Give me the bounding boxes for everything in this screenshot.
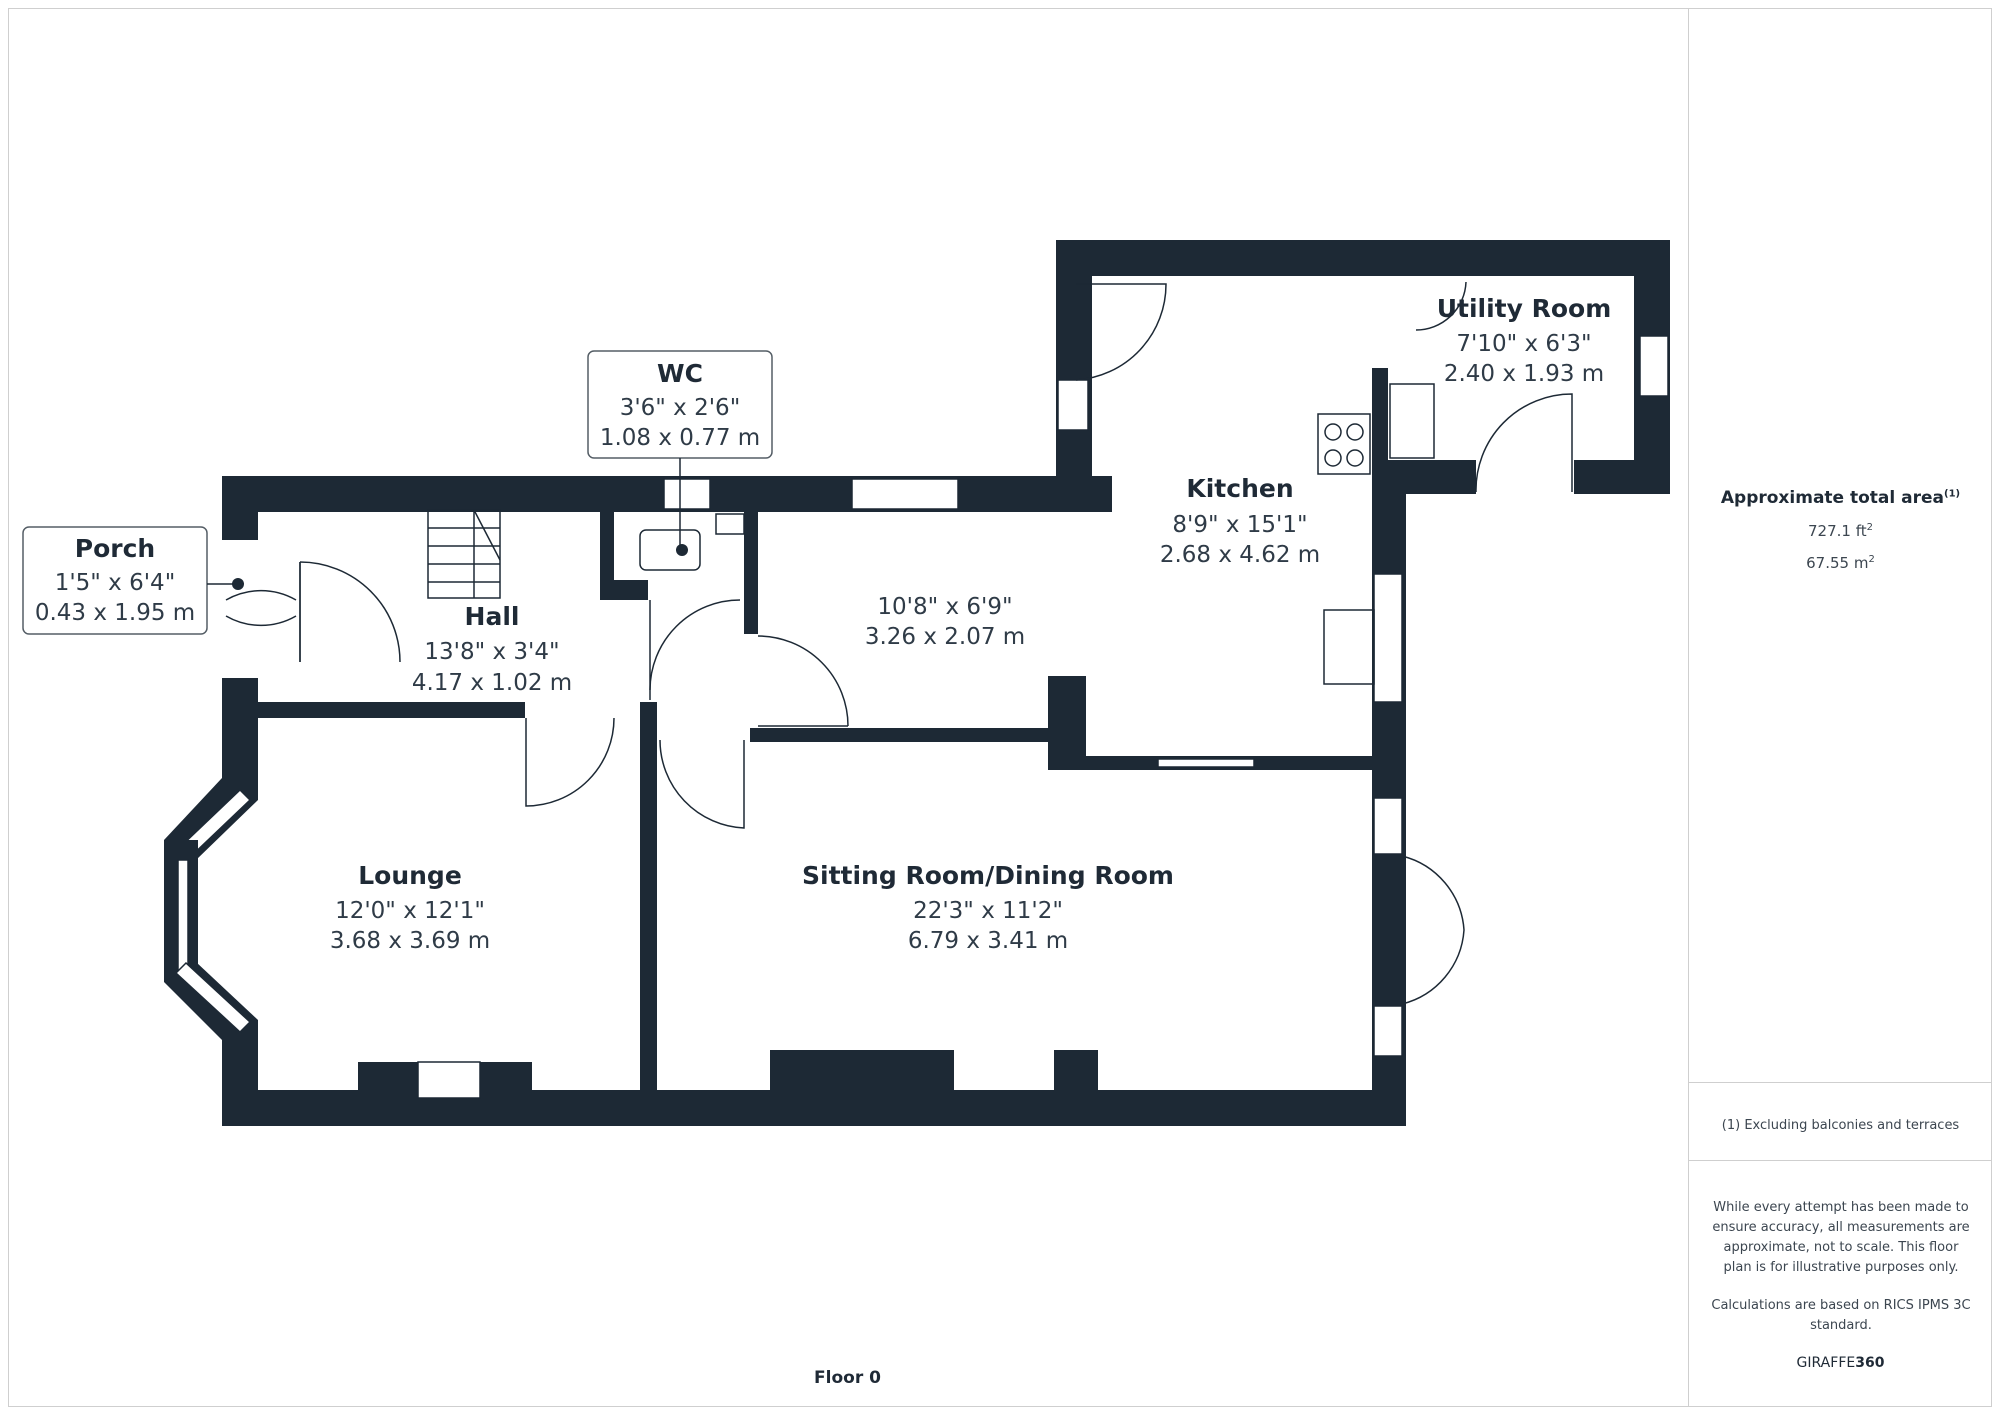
room-imperial: 10'8" x 6'9" <box>877 594 1012 620</box>
window-sitting-east-top <box>1373 797 1403 855</box>
wall-pier <box>1048 676 1086 768</box>
room-metric: 2.40 x 1.93 m <box>1444 361 1604 387</box>
area-m-value: 67.55 m <box>1806 554 1869 572</box>
room-metric: 3.26 x 2.07 m <box>865 624 1025 650</box>
room-name: WC <box>657 359 703 388</box>
room-name: Hall <box>465 602 520 631</box>
disclaimer-text: While every attempt has been made to ens… <box>1712 1200 1970 1275</box>
fixtures <box>639 383 1435 685</box>
room-imperial: 13'8" x 3'4" <box>424 639 559 665</box>
window-sitting-east-bottom <box>1373 1005 1403 1057</box>
toilet <box>639 529 701 571</box>
room-metric: 1.08 x 0.77 m <box>600 425 760 451</box>
room-porch: Porch 1'5" x 6'4" 0.43 x 1.95 m <box>35 534 195 626</box>
hob <box>1317 413 1371 475</box>
doors <box>225 281 1573 1005</box>
window-kitchen-west <box>1057 379 1089 431</box>
info-panel: Approximate total area(1) 727.1 ft2 67.5… <box>1688 8 1992 1407</box>
divider <box>1689 1082 1992 1083</box>
area-m-unit-sup: 2 <box>1868 554 1875 565</box>
floor-label: Floor 0 <box>814 1368 881 1388</box>
area-ft-value: 727.1 ft <box>1808 522 1867 540</box>
footnote: (1) Excluding balconies and terraces <box>1721 1118 1960 1133</box>
wall-wc-corner <box>600 580 648 600</box>
area-title: Approximate total area(1) <box>1689 488 1992 508</box>
wall-utility-south-left <box>1372 460 1476 494</box>
window-utility-east <box>1639 335 1669 397</box>
brand-bold: 360 <box>1855 1355 1885 1371</box>
bay-window <box>164 778 258 1040</box>
area-title-note: (1) <box>1944 488 1961 500</box>
room-kitchen: Kitchen 8'9" x 15'1" 2.68 x 4.62 m <box>1160 474 1320 568</box>
brand-logo: GIRAFFE360 <box>1689 1355 1992 1371</box>
room-imperial: 12'0" x 12'1" <box>335 898 485 924</box>
area-summary: Approximate total area(1) 727.1 ft2 67.5… <box>1689 488 1992 572</box>
area-ft: 727.1 ft2 <box>1689 522 1992 540</box>
fireplace-lounge <box>417 1061 481 1099</box>
area-m: 67.55 m2 <box>1689 554 1992 572</box>
room-name: Lounge <box>358 861 462 890</box>
pier-sitting <box>1054 1050 1098 1096</box>
room-imperial: 8'9" x 15'1" <box>1172 512 1307 538</box>
utility-sink <box>1389 383 1435 459</box>
room-name: Sitting Room/Dining Room <box>802 861 1174 890</box>
wall-lounge-west-top <box>222 678 258 778</box>
room-unnamed: 10'8" x 6'9" 3.26 x 2.07 m <box>865 594 1025 650</box>
wall-stairs <box>600 510 614 600</box>
room-name: Kitchen <box>1186 474 1293 503</box>
room-wc: WC 3'6" x 2'6" 1.08 x 0.77 m <box>600 359 760 451</box>
room-metric: 4.17 x 1.02 m <box>412 670 572 696</box>
wall-hall-lounge <box>255 702 525 718</box>
calculation-note: Calculations are based on RICS IPMS 3C s… <box>1711 1298 1971 1333</box>
room-sitting-dining: Sitting Room/Dining Room 22'3" x 11'2" 6… <box>802 861 1174 954</box>
window-kitchen-south <box>1157 758 1255 768</box>
room-metric: 3.68 x 3.69 m <box>330 928 490 954</box>
window-kitchen-east <box>1373 573 1403 703</box>
divider <box>1689 1160 1992 1161</box>
room-metric: 6.79 x 3.41 m <box>908 928 1068 954</box>
room-imperial: 7'10" x 6'3" <box>1456 331 1591 357</box>
window-wc <box>663 478 711 510</box>
wall-wc-kitchen <box>744 510 758 634</box>
room-imperial: 3'6" x 2'6" <box>620 395 741 421</box>
window-hall-kitchen <box>851 478 959 510</box>
floor-plan: Porch 1'5" x 6'4" 0.43 x 1.95 m WC 3'6" … <box>22 240 1670 1126</box>
wall-porch-west-top <box>222 476 258 540</box>
kitchen-sink <box>1323 609 1375 685</box>
windows <box>417 335 1669 1099</box>
wall-utility-west <box>1372 368 1388 494</box>
disclaimer: While every attempt has been made to ens… <box>1711 1198 1971 1354</box>
chimney-sitting <box>770 1050 954 1096</box>
staircase <box>427 509 501 599</box>
wall-kitchen-sitting <box>750 728 1050 742</box>
room-imperial: 22'3" x 11'2" <box>913 898 1063 924</box>
room-metric: 0.43 x 1.95 m <box>35 600 195 626</box>
brand-light: GIRAFFE <box>1796 1355 1856 1371</box>
porch-label-box <box>22 526 208 635</box>
room-lounge: Lounge 12'0" x 12'1" 3.68 x 3.69 m <box>330 861 490 954</box>
wall-kitchen-north <box>1056 240 1670 276</box>
wall-kitchen-west <box>1056 240 1092 510</box>
area-ft-unit-sup: 2 <box>1866 522 1873 533</box>
wall-utility-south-right <box>1574 460 1670 494</box>
room-name: Porch <box>75 534 155 563</box>
wall-lounge-sitting <box>640 702 657 1099</box>
wc-basin <box>715 513 745 535</box>
room-imperial: 1'5" x 6'4" <box>55 570 176 596</box>
room-utility: Utility Room 7'10" x 6'3" 2.40 x 1.93 m <box>1437 294 1612 387</box>
area-title-text: Approximate total area <box>1720 488 1944 508</box>
room-name: Utility Room <box>1437 294 1612 323</box>
room-metric: 2.68 x 4.62 m <box>1160 542 1320 568</box>
page-frame <box>8 8 1992 1407</box>
room-hall: Hall 13'8" x 3'4" 4.17 x 1.02 m <box>412 602 572 696</box>
